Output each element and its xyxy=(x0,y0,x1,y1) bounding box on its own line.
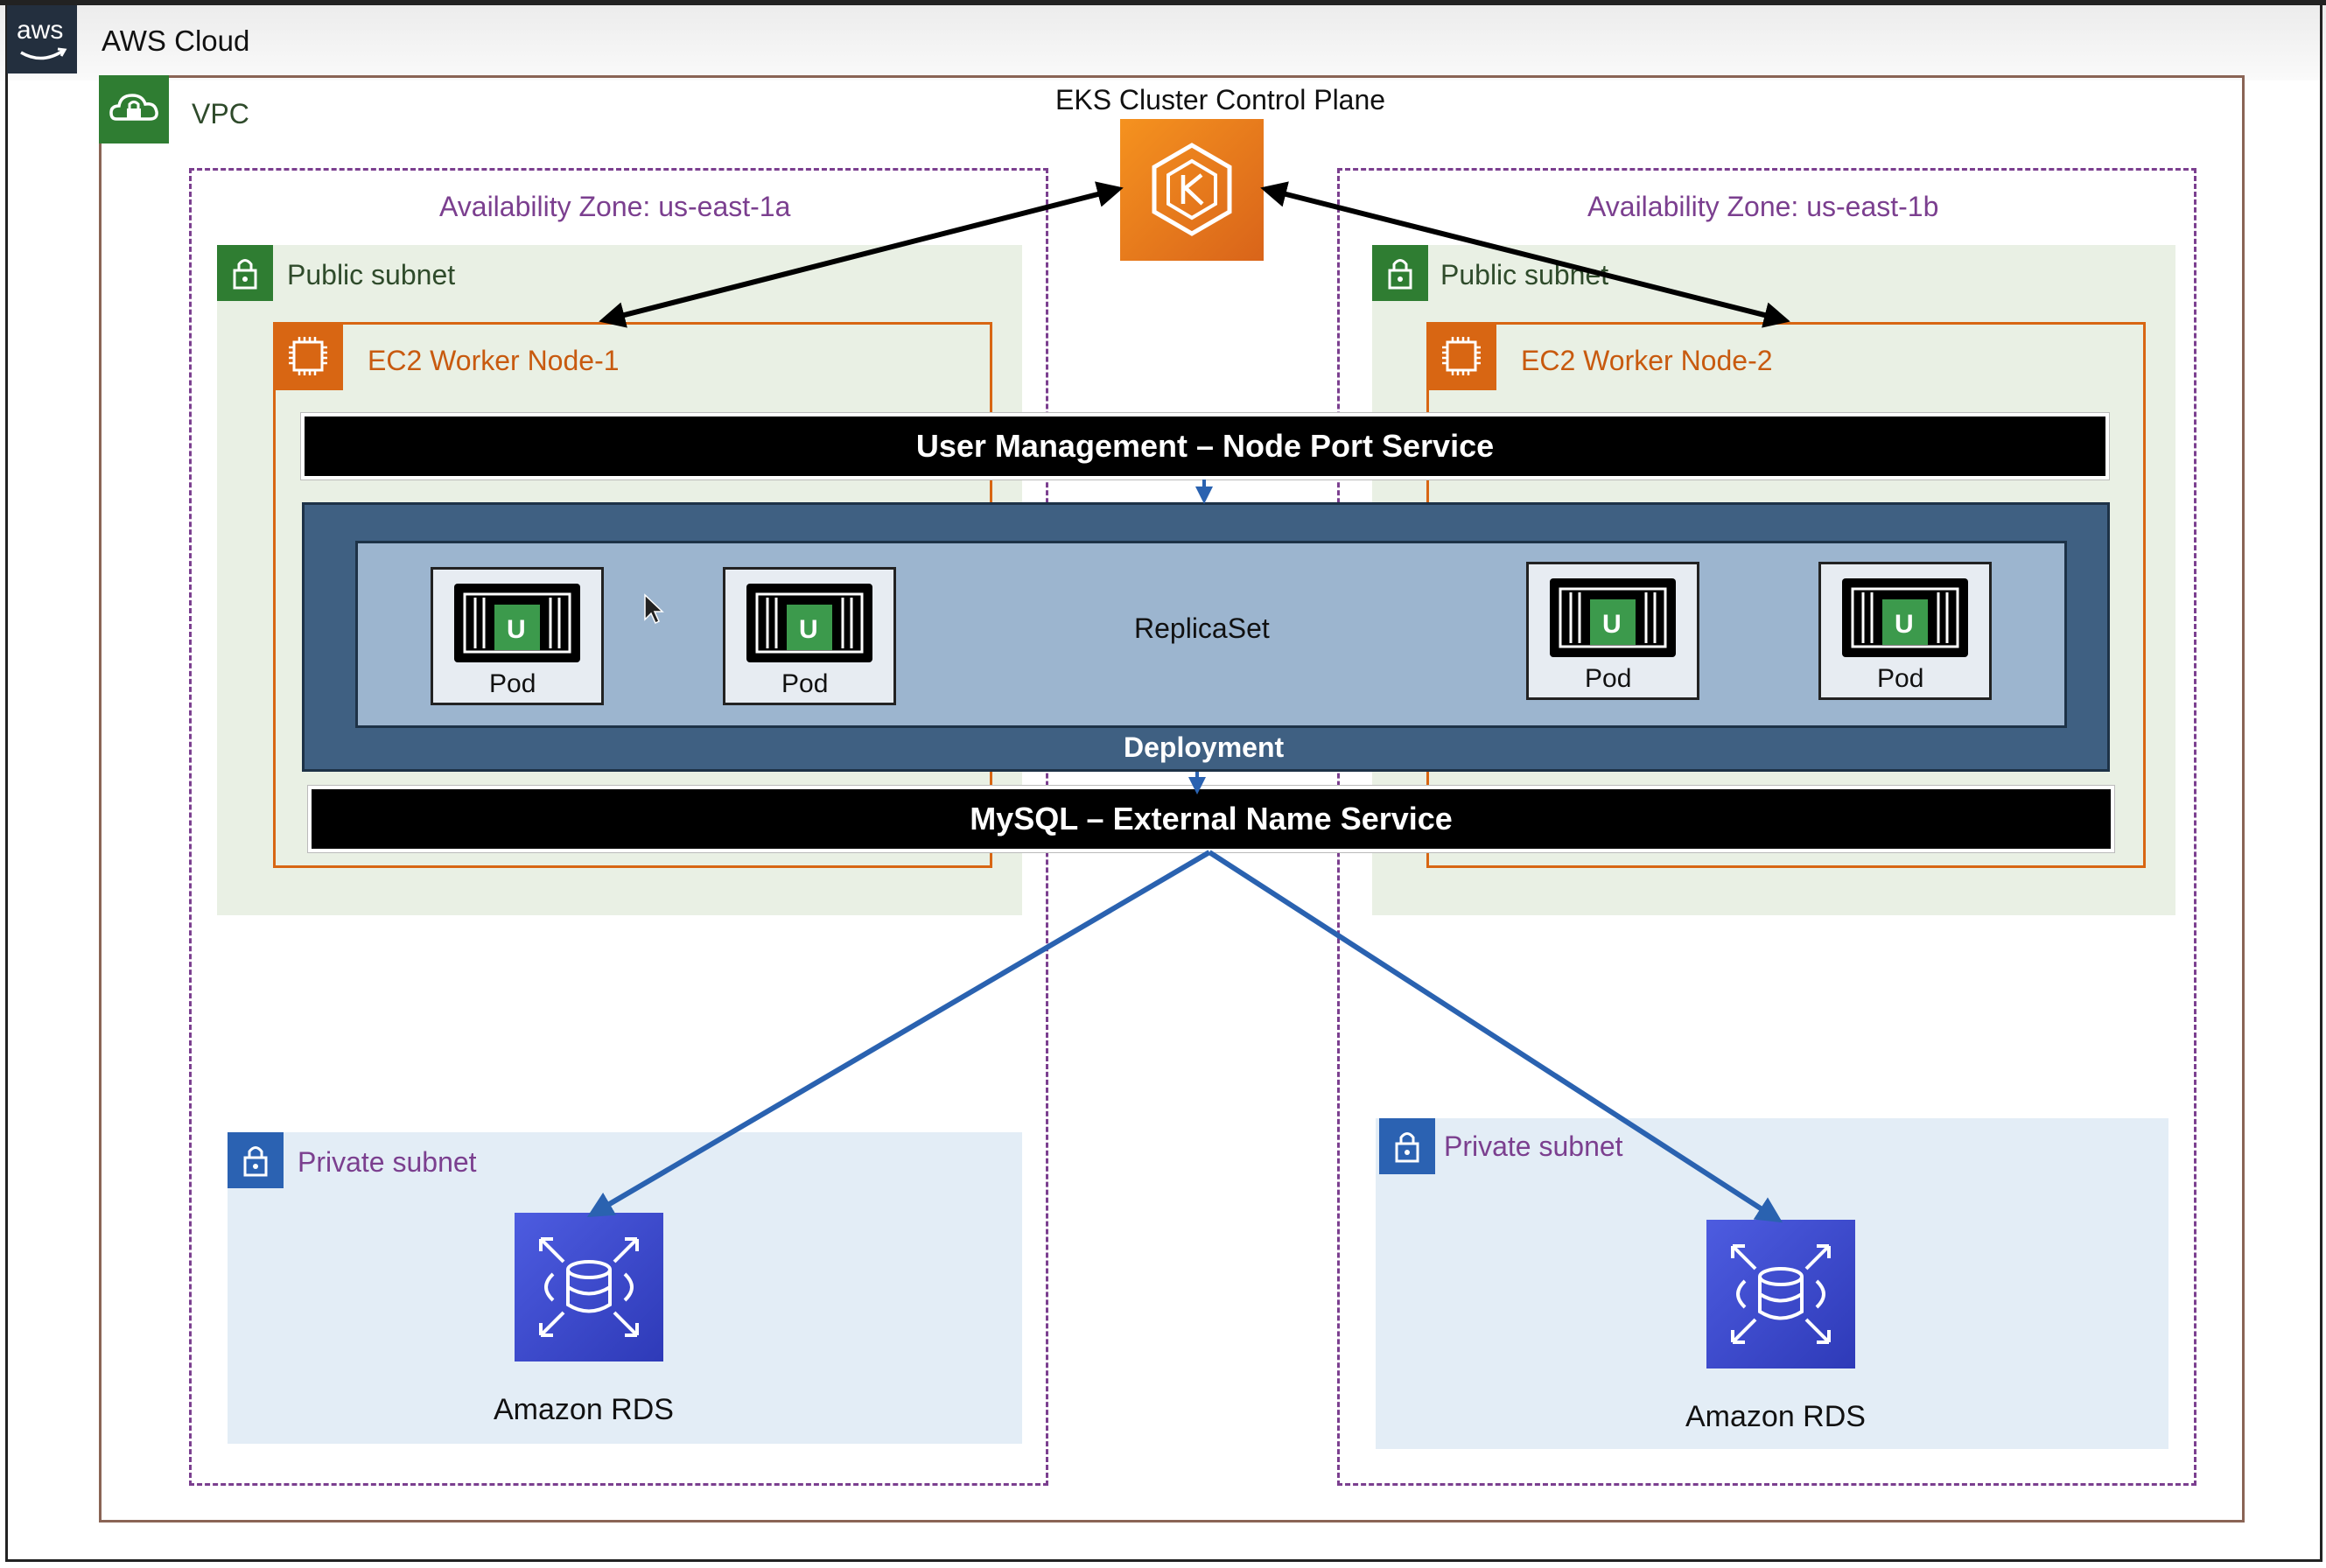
worker-node-label-2: EC2 Worker Node-2 xyxy=(1521,345,1773,376)
container-icon: U xyxy=(1842,578,1968,657)
cloud-lock-icon xyxy=(99,75,169,144)
pod-label: Pod xyxy=(781,669,829,698)
lock-icon xyxy=(228,1132,284,1188)
aws-logo-icon: aws xyxy=(7,5,77,74)
container-icon: U xyxy=(454,584,580,662)
deployment-label: Deployment xyxy=(1124,732,1285,763)
rds-label-b: Amazon RDS xyxy=(1685,1400,1866,1433)
cloud-title: AWS Cloud xyxy=(102,24,250,57)
worker-node-label-1: EC2 Worker Node-1 xyxy=(368,345,620,376)
eks-icon xyxy=(1120,119,1264,261)
pod-label: Pod xyxy=(1585,664,1632,693)
rds-icon xyxy=(515,1213,663,1362)
pod-badge: U xyxy=(1895,610,1914,639)
pod-label: Pod xyxy=(1877,664,1924,693)
chip-icon xyxy=(1426,322,1496,390)
pod-badge: U xyxy=(1602,610,1622,639)
externalname-service-label: MySQL – External Name Service xyxy=(970,801,1453,836)
zone-label-b: Availability Zone: us-east-1b xyxy=(1587,191,1939,222)
public-subnet-label-a: Public subnet xyxy=(287,259,456,290)
replicaset-box xyxy=(355,541,2067,728)
cloud-frame xyxy=(5,0,2322,1562)
nodeport-service-label: User Management – Node Port Service xyxy=(915,428,1495,464)
zone-label-a: Availability Zone: us-east-1a xyxy=(439,191,791,222)
nodeport-service-bar: User Management – Node Port Service xyxy=(301,413,2109,480)
lock-icon xyxy=(1379,1118,1435,1174)
rds-label-a: Amazon RDS xyxy=(494,1393,674,1426)
pod: U Pod xyxy=(1818,562,1992,700)
private-subnet-label-a: Private subnet xyxy=(298,1146,477,1178)
private-subnet-label-b: Private subnet xyxy=(1444,1130,1623,1162)
replicaset-label: ReplicaSet xyxy=(1134,612,1270,644)
vpc-box xyxy=(99,75,2245,1522)
pod: U Pod xyxy=(431,567,604,705)
public-subnet-label-b: Public subnet xyxy=(1440,259,1609,290)
pod: U Pod xyxy=(723,567,896,705)
cloud-header xyxy=(0,0,2326,80)
chip-icon xyxy=(273,322,343,390)
pod-label: Pod xyxy=(489,669,536,698)
pod: U Pod xyxy=(1526,562,1699,700)
lock-icon xyxy=(217,245,273,301)
externalname-service-bar: MySQL – External Name Service xyxy=(308,786,2114,852)
pod-badge: U xyxy=(507,615,526,644)
control-plane-label: EKS Cluster Control Plane xyxy=(1055,84,1386,116)
container-icon: U xyxy=(1550,578,1676,657)
pod-badge: U xyxy=(799,615,818,644)
rds-icon xyxy=(1706,1220,1855,1368)
container-icon: U xyxy=(746,584,872,662)
vpc-label: VPC xyxy=(192,98,249,130)
lock-icon xyxy=(1372,245,1428,301)
